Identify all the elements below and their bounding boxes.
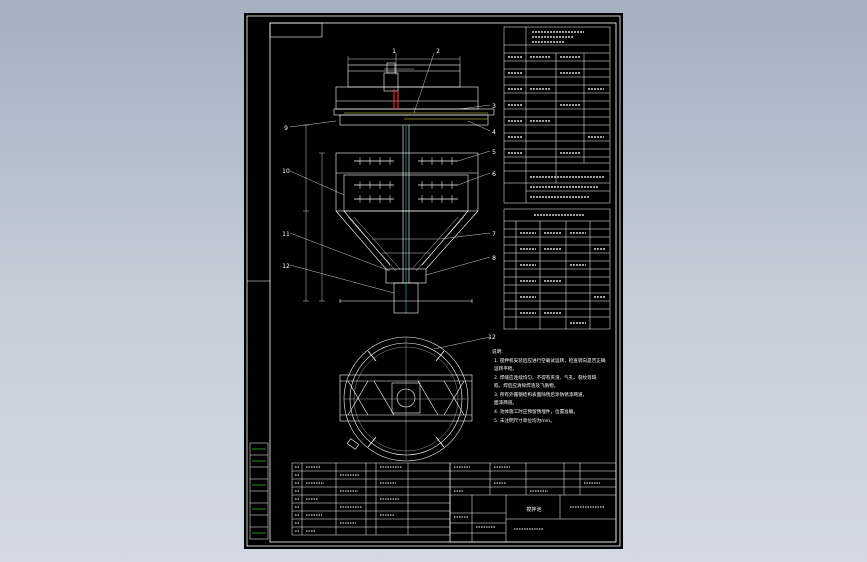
callout-9: 9 (284, 125, 288, 132)
technical-data-table (503, 26, 611, 204)
note-line: 陷，焊后应清除焊渣及飞溅物。 (494, 382, 558, 389)
callout-12-plan: 12 (488, 334, 496, 341)
bill-of-materials (291, 462, 451, 536)
drawing-canvas: 1 2 3 4 5 6 7 8 9 10 11 12 12 (246, 15, 621, 547)
notes-title: 说明: (492, 348, 503, 355)
note-line: 4. 池体施工时应预留预埋件，位置准确。 (494, 408, 578, 415)
callout-4: 4 (492, 129, 496, 136)
drawing-sheet: 1 2 3 4 5 6 7 8 9 10 11 12 12 (244, 13, 623, 549)
note-line: 运转平稳。 (494, 365, 517, 372)
note-line: 2. 焊缝应连续均匀，不得有夹渣、气孔、裂纹等缺 (494, 374, 597, 381)
note-line: 3. 所有外露钢结构表面除锈后涂防锈漆两道， (494, 391, 587, 398)
callout-2: 2 (436, 48, 440, 55)
callout-8: 8 (492, 255, 496, 262)
notes-block: 说明: 1. 搅拌机安装后应进行空载试运转，检查转向是否正确 运转平稳。 2. … (492, 348, 606, 424)
parts-spec-table (503, 208, 611, 330)
callout-1: 1 (392, 48, 396, 55)
elevation-view (289, 52, 495, 314)
callout-labels: 1 2 3 4 5 6 7 8 9 10 11 12 12 (282, 48, 496, 341)
callout-5: 5 (492, 149, 496, 156)
note-line: 1. 搅拌机安装后应进行空载试运转，检查转向是否正确 (494, 357, 606, 364)
callout-12: 12 (282, 263, 290, 270)
callout-11: 11 (282, 231, 290, 238)
callout-10: 10 (282, 168, 290, 175)
plan-view (339, 336, 491, 462)
callout-7: 7 (492, 231, 496, 238)
margin-boxes (249, 442, 269, 540)
title-block: 搅拌池 (449, 462, 617, 543)
callout-6: 6 (492, 171, 496, 178)
note-line: 面漆两道。 (494, 399, 517, 406)
drawing-frame (246, 15, 621, 547)
note-line: 5. 未注明尺寸单位均为mm。 (494, 417, 555, 424)
drawing-title: 搅拌池 (526, 506, 541, 513)
callout-3: 3 (492, 103, 496, 110)
